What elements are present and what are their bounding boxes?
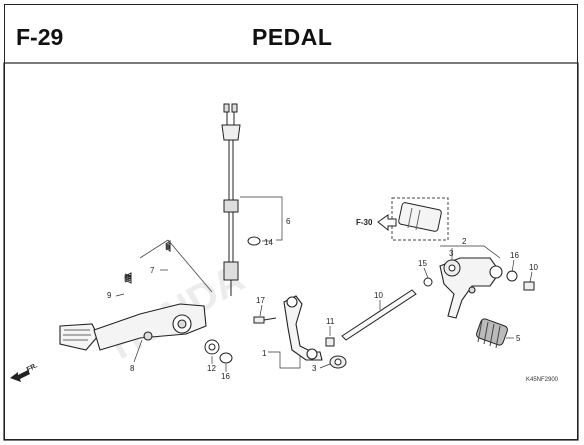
section-code: F-29	[16, 24, 64, 50]
leader-3b	[319, 363, 331, 369]
callout-2: 2	[462, 237, 467, 246]
callout-4: 5	[516, 334, 521, 343]
callout-10: 10	[374, 291, 383, 300]
spring-part[interactable]	[123, 272, 132, 284]
callout-9: 10	[529, 263, 538, 272]
leader-5	[240, 196, 283, 241]
front-indicator: FR.	[10, 362, 39, 382]
callout-5: 6	[286, 217, 291, 226]
leader-17	[259, 304, 263, 317]
leader-8	[115, 293, 125, 297]
callout-3-lower: 3	[312, 364, 317, 373]
leader-2	[440, 245, 501, 259]
bolt-part[interactable]	[253, 316, 277, 324]
leader-15	[511, 259, 515, 273]
callout-12: 12	[207, 364, 216, 373]
nut-part[interactable]	[325, 337, 335, 347]
washer-15[interactable]	[506, 270, 518, 282]
callout-15: 16	[510, 251, 519, 260]
callout-13: 14	[264, 238, 273, 247]
callout-6: 7	[150, 266, 155, 275]
reference-label: F-30	[356, 218, 373, 227]
callout-17: 17	[256, 296, 265, 305]
pedal-rubber[interactable]	[475, 318, 508, 349]
callout-1: 1	[262, 349, 267, 358]
leader-14	[423, 267, 429, 279]
shift-arm[interactable]	[283, 295, 323, 361]
diagram-frame	[3, 62, 579, 441]
clip-ring[interactable]	[219, 352, 233, 364]
leader-7	[133, 339, 143, 363]
leader-9	[529, 271, 533, 283]
joint-part[interactable]	[329, 355, 347, 369]
page-title: PEDAL	[252, 24, 333, 50]
pedal-bolt[interactable]	[523, 281, 535, 291]
drawing-code: K45NF2900	[526, 377, 559, 383]
callout-7: 8	[130, 364, 135, 373]
callout-11: 11	[326, 317, 335, 326]
tie-rod[interactable]	[341, 289, 417, 341]
callout-16: 16	[221, 372, 230, 381]
leader-1	[268, 351, 301, 369]
brake-pedal[interactable]	[59, 303, 207, 351]
reference-arrow-icon[interactable]	[377, 214, 397, 232]
cable-assembly[interactable]	[221, 103, 241, 296]
callout-8: 9	[107, 291, 112, 300]
clip-part[interactable]	[247, 236, 261, 246]
shift-spindle[interactable]	[398, 202, 442, 232]
collar-part[interactable]	[443, 259, 461, 277]
callout-14: 15	[418, 259, 427, 268]
front-label: FR.	[26, 362, 39, 374]
callout-3-upper: 3	[449, 249, 454, 258]
front-arrow-icon	[10, 370, 30, 382]
return-spring[interactable]	[165, 240, 171, 252]
washer-small[interactable]	[423, 277, 433, 287]
